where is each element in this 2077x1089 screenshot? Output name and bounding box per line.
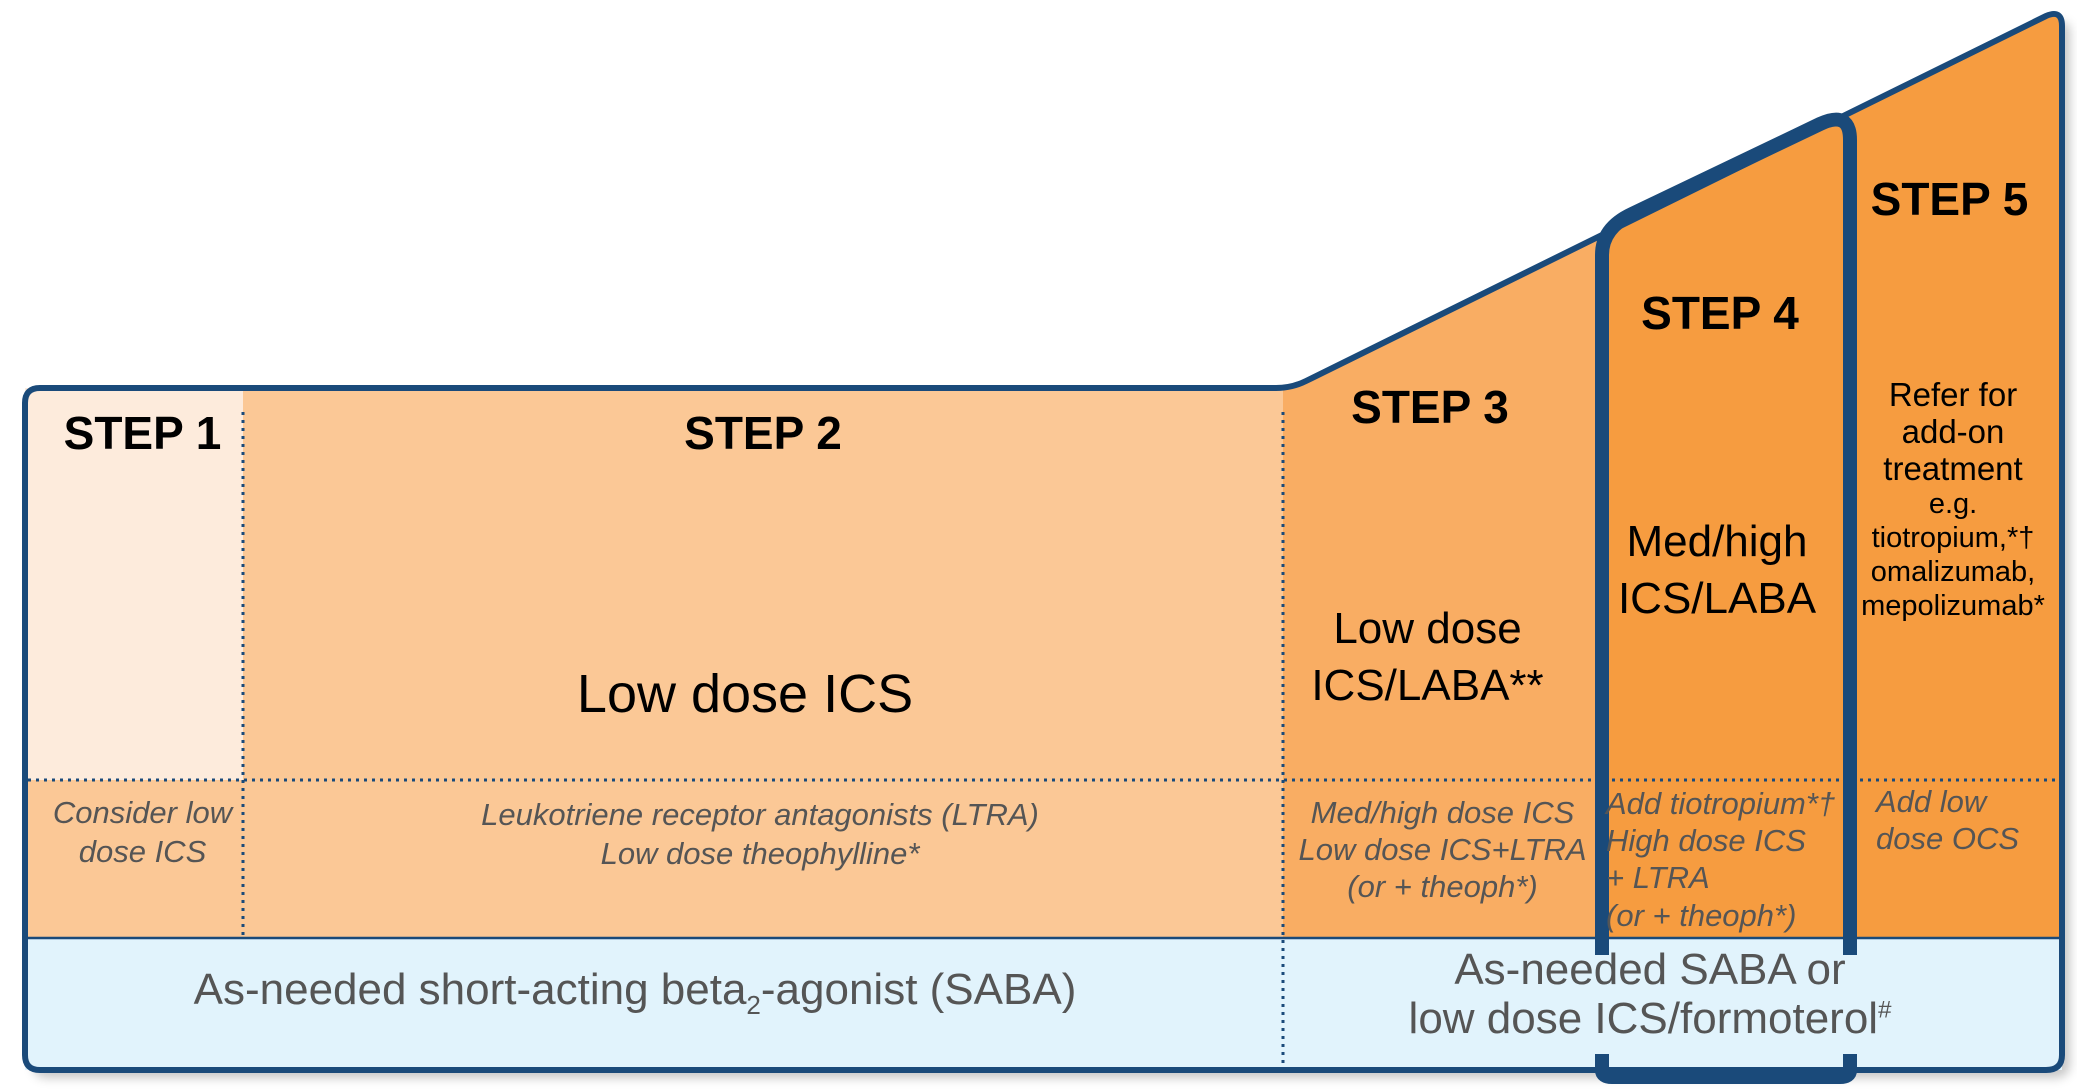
step4-other-line4: (or + theoph*) [1606,897,1797,933]
step2-preferred-treatment: Low dose ICS [576,664,914,724]
reliever-right-line1: As-needed SABA or [1454,945,1846,994]
step3-other-options: Med/high dose ICS Low dose ICS+LTRA (or … [1290,794,1595,906]
reliever-right: As-needed SABA or low dose ICS/formotero… [1330,945,1970,1044]
step3-preferred-treatment: Low dose ICS/LABA** [1290,600,1565,714]
step5-other-line1: Add low [1876,784,1987,819]
step2-other-line2: Low dose theophylline* [600,835,920,871]
step3-preferred-line1: Low dose [1333,604,1522,653]
step4-other-line1: Add tiotropium*† [1606,786,1836,821]
step5-preferred-treatment: Refer for add-on treatment e.g. tiotropi… [1858,376,2048,623]
step4-other-line3: + LTRA [1606,860,1710,896]
step5-example-line1: e.g. [1928,488,1978,520]
step5-other-line2: dose OCS [1876,821,2020,857]
reliever-right-line2-wrap: low dose ICS/formoterol# [1330,994,1970,1043]
step4-preferred-line1: Med/high [1626,517,1808,566]
step1-other-options: Consider low dose ICS [30,794,255,872]
step1-other-line2: dose ICS [78,833,207,869]
step3-other-line3: (or + theoph*) [1347,869,1538,905]
step4-preferred-line2: ICS/LABA [1617,574,1817,624]
step5-preferred-line3: treatment [1883,450,2023,487]
step3-preferred-line2: ICS/LABA** [1311,661,1544,711]
step1-other-line1: Consider low [52,795,233,830]
step1-label: STEP 1 [63,407,222,459]
step4-label: STEP 4 [1641,287,1799,339]
reliever-left: As-needed short-acting beta2-agonist (SA… [140,965,1130,1018]
reliever-band [25,938,2062,1070]
reliever-right-line2: low dose ICS/formoterol [1408,994,1879,1044]
step2-other-options: Leukotriene receptor antagonists (LTRA) … [440,796,1080,874]
step5-preferred-line1: Refer for [1888,376,2018,413]
step5-example-line2: tiotropium,*† [1871,522,2035,554]
step4-preferred-treatment: Med/high ICS/LABA [1612,513,1822,627]
step4-other-options: Add tiotropium*† High dose ICS + LTRA (o… [1606,785,1846,934]
step45-region [1600,13,2062,939]
step5-label: STEP 5 [1870,173,2029,225]
step3-label: STEP 3 [1351,381,1509,433]
step2-region [243,388,1283,780]
step3-other-line1: Med/high dose ICS [1310,795,1575,830]
step5-example-line3: omalizumab, [1870,556,2036,588]
reliever-left-text: As-needed short-acting beta [193,965,747,1014]
step12-other-band [25,780,1283,938]
step2-label: STEP 2 [684,407,842,459]
outer-outline [22,11,2065,1073]
step4-highlight-frame-bottom [1595,1054,1857,1084]
step4-highlight-frame [1595,112,1857,955]
reliever-left-subscript: 2 [746,989,761,1020]
step3-region [1283,236,1600,938]
reliever-right-superscript: # [1878,996,1892,1024]
step5-preferred-line2: add-on [1901,413,2005,450]
step5-example-line4: mepolizumab* [1861,590,2045,622]
step2-other-line1: Leukotriene receptor antagonists (LTRA) [481,797,1039,832]
step1-region [25,388,243,780]
step4-other-line2: High dose ICS [1606,823,1806,859]
step5-other-options: Add low dose OCS [1876,783,2036,857]
reliever-left-text-end: -agonist (SABA) [760,965,1077,1014]
step3-other-line2: Low dose ICS+LTRA [1298,832,1587,868]
